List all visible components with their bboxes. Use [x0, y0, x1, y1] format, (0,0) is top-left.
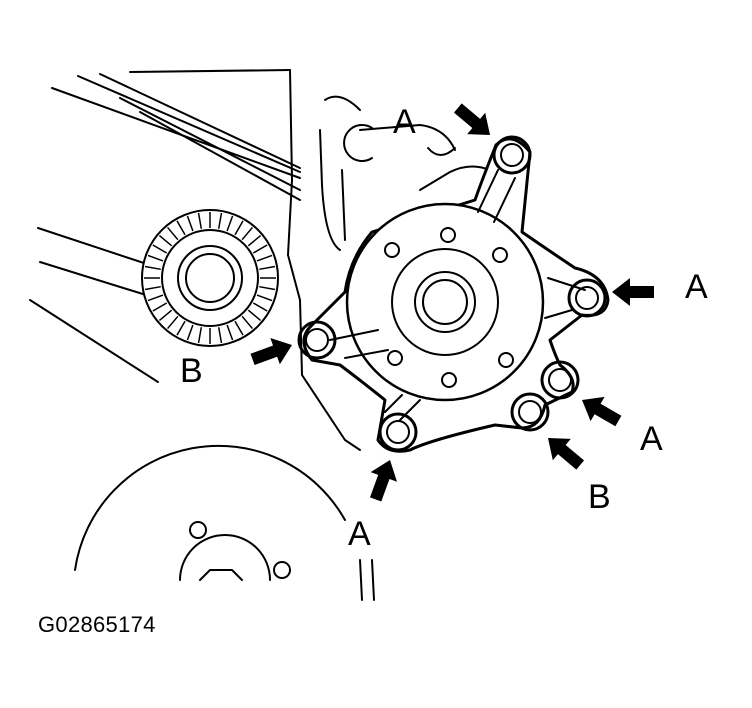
- bolt-right-lower: [540, 360, 580, 400]
- bolt-bottom-left: [378, 412, 418, 452]
- engine-outline: [29, 69, 491, 451]
- pulley-tooth: [152, 302, 168, 312]
- upper-arc: [427, 147, 456, 156]
- pulley-tooth: [252, 302, 268, 312]
- arrow-bottom-left: [369, 460, 397, 502]
- idler-pulley: [141, 209, 279, 347]
- pulley-tooth: [226, 215, 234, 232]
- pulley-tooth: [234, 220, 244, 236]
- pulley-tooth: [252, 244, 268, 254]
- callout-label-left: B: [180, 352, 203, 390]
- pulley-tooth: [226, 324, 234, 341]
- pulley-tooth: [144, 265, 161, 271]
- pulley-tooth: [217, 327, 223, 344]
- arrow-bottom-right: [548, 438, 585, 470]
- arrow-left: [250, 338, 292, 366]
- pulley-tooth: [167, 315, 179, 330]
- bolts: [297, 135, 607, 452]
- callout-arrows: [250, 103, 654, 502]
- callout-label-bottom-right: B: [588, 478, 611, 516]
- pulley-tooth: [256, 294, 273, 302]
- pulley-tooth: [247, 309, 262, 321]
- arrow-right: [612, 278, 654, 306]
- arrow-right-lower: [582, 396, 622, 427]
- pulley-tooth: [241, 315, 253, 330]
- pulley-tooth: [176, 320, 186, 336]
- pulley-tooth: [217, 212, 223, 229]
- crank-pulley: [74, 444, 375, 601]
- figure-code: G02865174: [38, 612, 156, 637]
- pulley-tooth: [147, 294, 164, 302]
- pulley-tooth: [167, 226, 179, 241]
- pulley-tooth: [147, 254, 164, 262]
- arrow-top: [453, 103, 490, 135]
- water-pump: [302, 137, 610, 453]
- callout-label-top: A: [393, 103, 416, 141]
- hole-c-shape: [343, 124, 373, 162]
- pulley-tooth: [234, 320, 244, 336]
- pulley-tooth: [256, 254, 273, 262]
- bolt-top: [492, 135, 532, 175]
- pulley-tooth: [176, 220, 186, 236]
- pulley-tooth: [259, 285, 276, 291]
- pulley-tooth: [247, 235, 262, 247]
- bolt-bottom-right: [510, 392, 550, 432]
- bolt-right: [567, 278, 607, 318]
- pulley-tooth: [197, 327, 203, 344]
- callout-label-right-upper: A: [685, 268, 708, 306]
- pulley-tooth: [241, 226, 253, 241]
- pulley-tooth: [186, 324, 194, 341]
- pulley-tooth: [152, 244, 168, 254]
- bolt-left: [297, 320, 337, 360]
- pulley-tooth: [144, 285, 161, 291]
- pulley-tooth: [158, 309, 173, 321]
- pulley-tooth: [186, 215, 194, 232]
- callout-label-right-lower: A: [640, 420, 663, 458]
- pulley-tooth: [158, 235, 173, 247]
- pulley-tooth: [259, 265, 276, 271]
- pulley-tooth: [197, 212, 203, 229]
- callout-label-bottom-left: A: [348, 515, 371, 553]
